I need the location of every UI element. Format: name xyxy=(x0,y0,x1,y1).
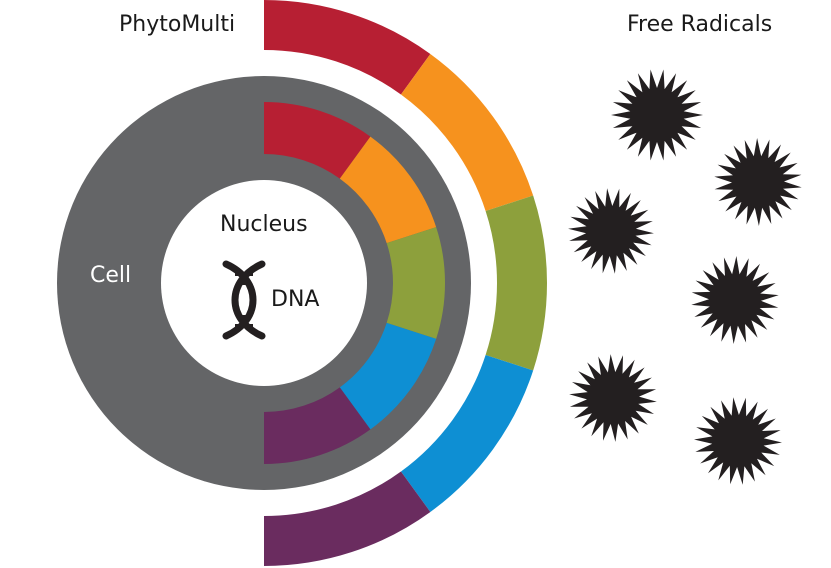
nucleus-disc xyxy=(161,180,367,386)
free-radical-icon xyxy=(569,354,657,442)
free-radicals-group xyxy=(568,69,802,485)
dna-label: DNA xyxy=(271,287,319,312)
phytomulti-label: PhytoMulti xyxy=(119,12,235,37)
outer-ring-segment-2 xyxy=(400,54,534,211)
inner-ring-segment-3 xyxy=(386,227,446,339)
free-radicals-label: Free Radicals xyxy=(627,12,772,37)
cell-label: Cell xyxy=(90,263,131,288)
inner-ring-segment-1 xyxy=(264,102,371,179)
free-radical-icon xyxy=(714,138,802,226)
nucleus-label: Nucleus xyxy=(220,212,308,237)
dna-helix-icon xyxy=(222,260,266,340)
free-radical-icon xyxy=(611,69,703,161)
inner-ring-segment-5 xyxy=(264,387,371,464)
free-radical-icon xyxy=(694,397,782,485)
inner-ring-segment-2 xyxy=(339,136,437,244)
free-radical-icon xyxy=(568,188,654,274)
outer-shield-ring xyxy=(264,0,547,566)
outer-ring-segment-5 xyxy=(264,471,431,566)
outer-ring-segment-3 xyxy=(485,195,547,371)
outer-ring-segment-1 xyxy=(264,0,431,95)
free-radical-icon xyxy=(691,256,779,344)
inner-ring-segment-4 xyxy=(339,322,437,430)
outer-ring-segment-4 xyxy=(400,355,534,512)
inner-shield-ring xyxy=(264,102,446,464)
